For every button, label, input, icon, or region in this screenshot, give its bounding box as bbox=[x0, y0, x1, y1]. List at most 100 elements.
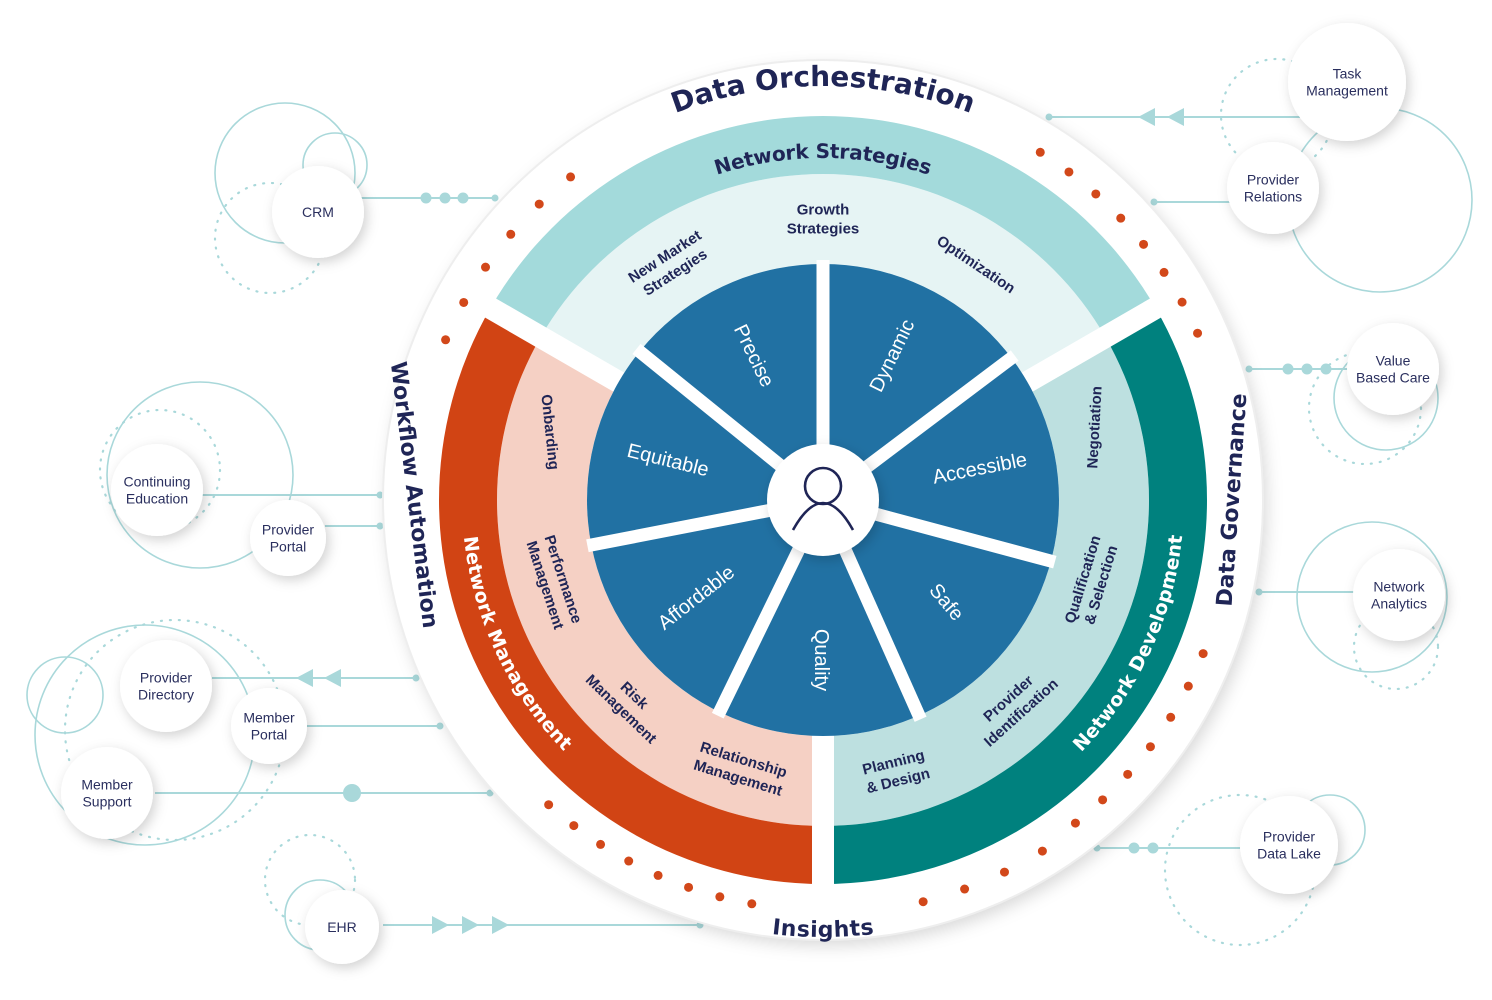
connector-bead bbox=[1147, 842, 1159, 854]
outer-ring-edge bbox=[382, 59, 1264, 941]
node-circle[interactable] bbox=[250, 500, 326, 576]
connector-bead bbox=[1255, 588, 1263, 596]
node-circle[interactable] bbox=[61, 747, 153, 839]
sector-band-management bbox=[438, 308, 823, 884]
accent-dot bbox=[1116, 213, 1126, 223]
connector-bead bbox=[420, 192, 432, 204]
accent-dot bbox=[1123, 769, 1133, 779]
user-icon bbox=[791, 466, 855, 531]
node-circle[interactable] bbox=[1240, 796, 1338, 894]
accent-dot bbox=[624, 856, 634, 866]
sector-inner-strategies bbox=[540, 174, 1106, 382]
accent-dot bbox=[1145, 742, 1155, 752]
node-circle[interactable] bbox=[111, 444, 203, 536]
accent-dot bbox=[566, 172, 576, 182]
connector-bead bbox=[439, 192, 451, 204]
accent-dot bbox=[1091, 189, 1101, 199]
accent-dot bbox=[534, 199, 544, 209]
accent-dot bbox=[1035, 147, 1045, 157]
connectors bbox=[155, 108, 1355, 934]
connector-arrow bbox=[324, 669, 341, 687]
accent-dot bbox=[1098, 795, 1108, 805]
accent-dot bbox=[481, 262, 491, 272]
accent-dot bbox=[918, 897, 928, 907]
accent-dot bbox=[684, 882, 694, 892]
connector-arrow bbox=[462, 916, 479, 934]
connector-bead bbox=[1150, 198, 1158, 206]
accent-dot bbox=[506, 229, 516, 239]
accent-dot bbox=[1183, 681, 1193, 691]
dotted-orbit bbox=[263, 833, 357, 927]
accent-dot bbox=[544, 800, 554, 810]
node-circle[interactable] bbox=[305, 890, 379, 964]
node-label: EHR bbox=[327, 919, 357, 935]
sector-separator bbox=[478, 294, 630, 395]
wedge-label-quality: Quality bbox=[810, 629, 832, 691]
accent-dot bbox=[1064, 167, 1074, 177]
connector-bead bbox=[1128, 842, 1140, 854]
connector-arrow bbox=[432, 916, 449, 934]
sector-inner-management bbox=[497, 337, 823, 826]
node-circle[interactable] bbox=[1227, 142, 1319, 234]
accent-dot bbox=[1166, 712, 1176, 722]
ring-label-bottom: Insights bbox=[771, 915, 875, 943]
dotted-orbit bbox=[1307, 350, 1423, 466]
accent-dot bbox=[1193, 328, 1203, 338]
connector-bead bbox=[1282, 363, 1294, 375]
connector-arrow bbox=[492, 916, 509, 934]
connector-arrow bbox=[1138, 108, 1155, 126]
connector-bead bbox=[412, 674, 420, 682]
node-circle[interactable] bbox=[1288, 23, 1406, 141]
accent-dot bbox=[999, 867, 1009, 877]
connector-bead bbox=[376, 522, 384, 530]
connector-bead bbox=[491, 194, 499, 202]
node-circle[interactable] bbox=[1353, 549, 1445, 641]
sub-label-negotiation: Negotiation bbox=[1084, 386, 1105, 469]
node-label: CRM bbox=[302, 204, 334, 220]
sector-band-strategies bbox=[490, 116, 1156, 338]
sector-band-development bbox=[823, 308, 1207, 884]
connector-bead bbox=[436, 722, 444, 730]
node-circle[interactable] bbox=[1347, 323, 1439, 415]
sectors bbox=[438, 116, 1207, 892]
orbit-ring bbox=[1296, 521, 1448, 673]
accent-dot bbox=[1159, 267, 1169, 277]
accent-dot bbox=[459, 297, 469, 307]
accent-dot bbox=[569, 821, 579, 831]
node-circle[interactable] bbox=[272, 166, 364, 258]
connector-bead bbox=[376, 491, 384, 499]
connector-bead bbox=[1245, 365, 1253, 373]
accent-dot bbox=[715, 892, 725, 902]
node-crm[interactable]: CRM bbox=[272, 166, 364, 258]
connector-bead bbox=[457, 192, 469, 204]
node-ehr[interactable]: EHR bbox=[305, 890, 379, 964]
accent-dot bbox=[596, 839, 606, 849]
node-circle[interactable] bbox=[231, 688, 307, 764]
node-circle[interactable] bbox=[120, 640, 212, 732]
orbit-ring bbox=[26, 656, 104, 734]
accent-dot bbox=[1177, 297, 1187, 307]
